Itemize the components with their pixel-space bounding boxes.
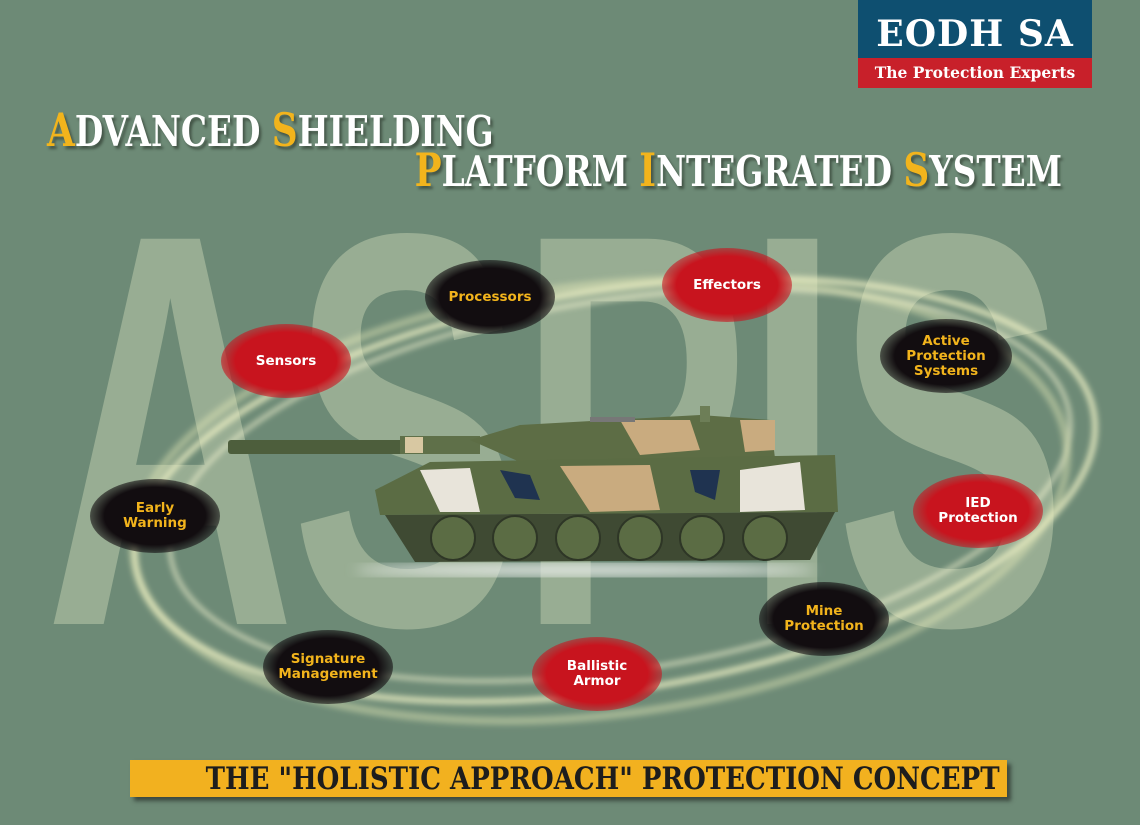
company-logo: EODH SA The Protection Experts (858, 0, 1092, 88)
banner-text: THE "HOLISTIC APPROACH" PROTECTION CONCE… (205, 761, 1000, 797)
node-signature-management: Signature Management (263, 630, 393, 704)
tank-shadow (355, 564, 815, 576)
title-initial: P (414, 143, 442, 197)
title-word: YSTEM (929, 147, 1062, 196)
road-wheels (430, 515, 788, 561)
node-ied-protection: IED Protection (913, 474, 1043, 548)
node-ballistic-armor: Ballistic Armor (532, 637, 662, 711)
node-sensors: Sensors (221, 324, 351, 398)
title-word: LATFORM (441, 147, 640, 196)
node-early-warning: Early Warning (90, 479, 220, 553)
title-word: NTEGRATED (656, 147, 904, 196)
title-line-2: PLATFORM INTEGRATED SYSTEM (415, 143, 1062, 197)
logo-name: EODH SA (858, 0, 1092, 58)
title-initial: S (271, 103, 298, 157)
tank-turret (470, 415, 775, 462)
title-initial: I (639, 143, 657, 197)
concept-banner: THE "HOLISTIC APPROACH" PROTECTION CONCE… (130, 760, 1007, 797)
title-word: HIELDING (297, 107, 494, 156)
title-word: DVANCED (74, 107, 272, 156)
node-effectors: Effectors (662, 248, 792, 322)
title-initial: S (903, 143, 930, 197)
node-processors: Processors (425, 260, 555, 334)
node-active-protection-systems: Active Protection Systems (880, 319, 1012, 393)
title-line-1: ADVANCED SHIELDING (47, 103, 494, 157)
tank-illustration (228, 406, 838, 576)
title-initial: A (47, 103, 75, 157)
node-mine-protection: Mine Protection (759, 582, 889, 656)
logo-tagline: The Protection Experts (858, 58, 1092, 88)
